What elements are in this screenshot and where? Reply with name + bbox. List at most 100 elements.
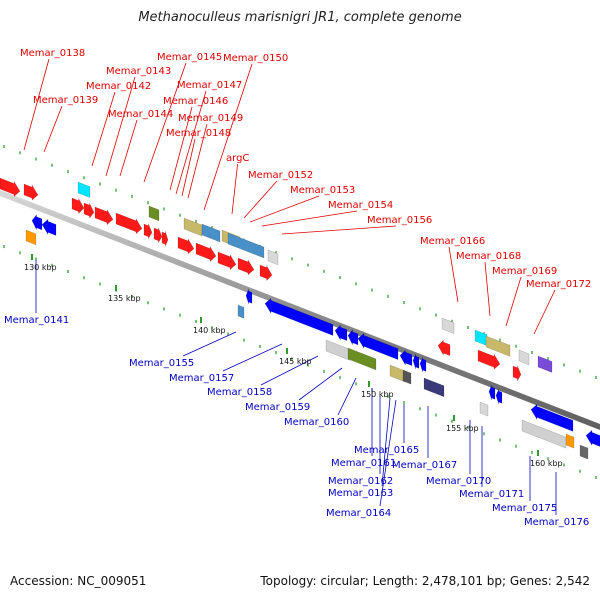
plus-gene-label[interactable]: Memar_0154	[328, 200, 393, 211]
scale-label: 150 kbp	[361, 390, 394, 399]
plus-gene-glyph	[237, 257, 255, 276]
minus-gene-label[interactable]: Memar_0175	[492, 503, 557, 514]
minus-gene-label[interactable]: Memar_0159	[245, 402, 310, 413]
gene-glyph-shape	[477, 349, 501, 370]
scale-label: 130 kbp	[24, 263, 57, 272]
minus-gene-label[interactable]: Memar_0167	[392, 460, 457, 471]
minus-gene-glyph	[530, 403, 574, 432]
minus-gene-label[interactable]: Memar_0171	[459, 489, 524, 500]
plus-gene-label[interactable]: Memar_0148	[166, 128, 231, 139]
plus-gene-glyph	[177, 236, 195, 255]
plus-gene-label[interactable]: Memar_0172	[526, 279, 591, 290]
minus-gene-glyph	[488, 384, 496, 401]
plus-gene-label[interactable]: Memar_0152	[248, 170, 313, 181]
plus-gene-glyph	[267, 249, 279, 266]
minus-gene-label[interactable]: Memar_0141	[4, 315, 69, 326]
minus-gene-glyph	[437, 339, 451, 357]
minus-gene-glyph	[479, 401, 489, 417]
plus-gene-label[interactable]: Memar_0139	[33, 95, 98, 106]
gene-glyph-shape	[161, 231, 169, 247]
plus-gene-leader	[231, 163, 238, 215]
plus-gene-glyph	[153, 227, 163, 244]
minus-gene-glyph	[325, 339, 351, 361]
gene-glyph-shape	[77, 181, 91, 199]
plus-gene-glyph	[0, 177, 21, 198]
minus-gene-label[interactable]: Memar_0158	[207, 387, 272, 398]
plus-gene-glyph	[161, 231, 169, 247]
minus-gene-glyph	[495, 388, 503, 405]
plus-gene-label[interactable]: Memar_0144	[108, 109, 173, 120]
gene-glyph-shape	[518, 349, 530, 366]
minus-gene-glyph	[402, 369, 412, 385]
gene-glyph-shape	[419, 356, 427, 373]
plus-gene-glyph	[83, 202, 95, 219]
plus-gene-leader	[484, 261, 491, 317]
minus-gene-leader	[337, 377, 357, 416]
gene-glyph-shape	[347, 347, 377, 371]
plus-gene-label[interactable]: Memar_0145	[157, 52, 222, 63]
plus-gene-label[interactable]: Memar_0146	[163, 96, 228, 107]
minus-gene-label[interactable]: Memar_0163	[328, 488, 393, 499]
plus-gene-label[interactable]: Memar_0168	[456, 251, 521, 262]
minus-gene-glyph	[565, 433, 575, 449]
plus-gene-glyph	[537, 355, 553, 373]
gene-glyph-shape	[237, 257, 255, 276]
minus-gene-glyph	[357, 332, 399, 360]
gene-glyph-shape	[441, 317, 455, 335]
gene-glyph-shape	[0, 177, 21, 198]
plus-gene-label[interactable]: Memar_0149	[178, 113, 243, 124]
plus-gene-label[interactable]: Memar_0153	[290, 185, 355, 196]
gene-glyph-shape	[585, 429, 600, 447]
minus-gene-label[interactable]: Memar_0160	[284, 417, 349, 428]
plus-gene-glyph	[183, 217, 203, 237]
minus-gene-leader	[222, 343, 283, 372]
gene-glyph-shape	[423, 377, 445, 398]
plus-gene-glyph	[23, 183, 39, 201]
plus-gene-label[interactable]: Memar_0138	[20, 48, 85, 59]
minus-gene-label[interactable]: Memar_0162	[328, 476, 393, 487]
plus-gene-glyph	[441, 317, 455, 335]
gene-glyph-shape	[23, 183, 39, 201]
gene-glyph-shape	[245, 288, 253, 305]
plus-gene-label[interactable]: Memar_0147	[177, 80, 242, 91]
minus-gene-glyph	[389, 364, 407, 383]
gene-glyph-shape	[264, 297, 334, 336]
plus-gene-label[interactable]: Memar_0143	[106, 66, 171, 77]
scale-label: 135 kbp	[108, 294, 141, 303]
accession-text: Accession: NC_009051	[10, 574, 147, 588]
gene-glyph-shape	[267, 249, 279, 266]
plus-gene-leader	[169, 106, 193, 191]
minus-gene-label[interactable]: Memar_0161	[331, 458, 396, 469]
plus-gene-label[interactable]: Memar_0156	[367, 215, 432, 226]
minus-gene-label[interactable]: Memar_0176	[524, 517, 589, 528]
plus-gene-leader	[175, 90, 207, 195]
gene-glyph-shape	[437, 339, 451, 357]
gene-glyph-shape	[495, 388, 503, 405]
gene-glyph-shape	[153, 227, 163, 244]
minus-gene-leader	[260, 355, 319, 386]
plus-gene-glyph	[512, 365, 522, 382]
plus-gene-leader	[143, 62, 187, 183]
minus-gene-label[interactable]: Memar_0170	[426, 476, 491, 487]
plus-gene-label[interactable]: Memar_0166	[420, 236, 485, 247]
minus-gene-leader	[298, 367, 343, 401]
gene-glyph-shape	[94, 206, 114, 226]
plus-gene-leader	[181, 138, 196, 197]
plus-gene-glyph	[474, 329, 488, 347]
minus-gene-label[interactable]: Memar_0164	[326, 508, 391, 519]
plus-gene-label[interactable]: Memar_0169	[492, 266, 557, 277]
plus-gene-glyph	[227, 232, 265, 259]
minus-gene-label[interactable]: Memar_0155	[129, 358, 194, 369]
plus-gene-label[interactable]: Memar_0142	[86, 81, 151, 92]
gene-glyph-shape	[25, 229, 37, 246]
gene-glyph-shape	[143, 223, 153, 240]
plus-gene-glyph	[115, 212, 143, 235]
plus-gene-label[interactable]: Memar_0150	[223, 53, 288, 64]
minus-gene-label[interactable]: Memar_0165	[354, 445, 419, 456]
plus-gene-label[interactable]: argC	[226, 153, 249, 164]
genome-backbone	[0, 190, 600, 430]
minus-gene-label[interactable]: Memar_0157	[169, 373, 234, 384]
plus-gene-leader	[281, 225, 397, 235]
gene-glyph-shape	[41, 218, 57, 236]
